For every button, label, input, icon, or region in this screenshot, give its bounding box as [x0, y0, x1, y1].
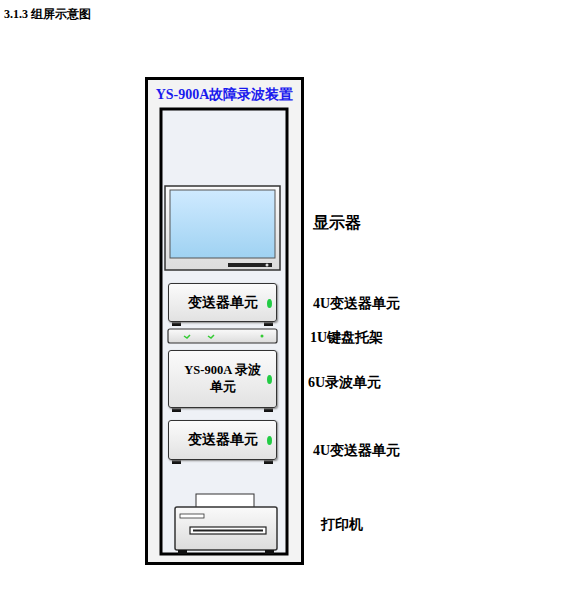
unit-name: YS-900A 录波单元: [169, 362, 276, 396]
equipment-unit: YS-900A 录波单元: [168, 350, 277, 408]
unit-text-wrap: 变送器单元: [178, 293, 268, 313]
cabinet-ground: [146, 78, 302, 563]
inner-frame: [161, 109, 287, 554]
status-led: [267, 436, 272, 445]
part-label: 打印机: [321, 516, 363, 534]
keyboard-tray: [168, 329, 277, 343]
monitor: [165, 186, 280, 270]
unit-text-wrap: YS-900A 录波单元: [169, 362, 276, 396]
part-label: 6U录波单元: [308, 374, 381, 392]
status-led: [267, 299, 272, 308]
part-label: 显示器: [313, 213, 361, 234]
part-label: 1U键盘托架: [310, 329, 383, 347]
equipment-unit: 变送器单元: [168, 420, 277, 460]
section-heading: 3.1.3 组屏示意图: [4, 6, 91, 23]
part-label: 4U变送器单元: [313, 295, 400, 313]
cabinet: YS-900A故障录波装置变送器单元YS-900A 录波单元变送器单元: [145, 77, 304, 565]
equipment-unit: 变送器单元: [168, 283, 277, 322]
cabinet-title: YS-900A故障录波装置: [156, 86, 294, 104]
unit-text-wrap: 变送器单元: [178, 430, 268, 450]
printer: [175, 494, 277, 554]
unit-name: 变送器单元: [178, 431, 268, 450]
status-led: [267, 375, 272, 384]
part-label: 4U变送器单元: [313, 442, 400, 460]
unit-name: 变送器单元: [178, 294, 268, 313]
